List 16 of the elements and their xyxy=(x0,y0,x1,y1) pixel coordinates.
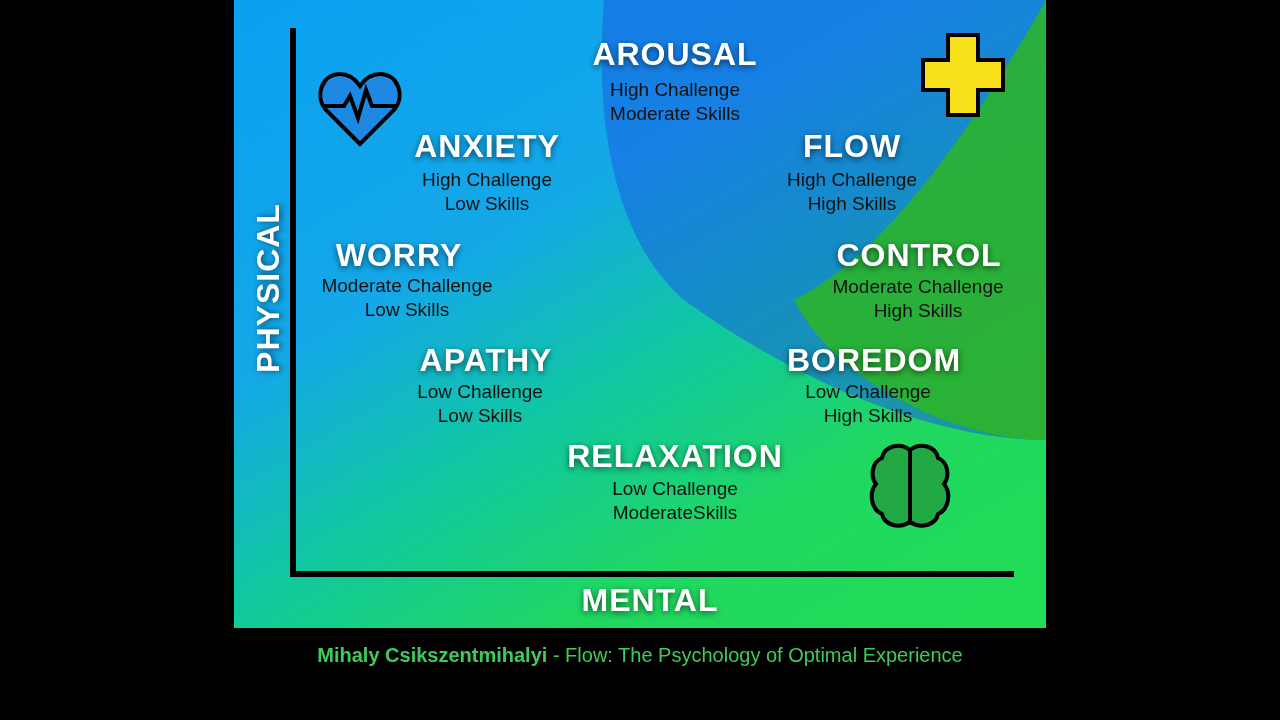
state-heading: APATHY xyxy=(419,342,553,379)
state-description: High Challenge Low Skills xyxy=(421,168,553,216)
state-heading: RELAXATION xyxy=(567,438,783,475)
state-heading: AROUSAL xyxy=(592,36,758,73)
caption: Mihaly Csikszentmihalyi - Flow: The Psychology of Optimal Experience xyxy=(316,644,964,667)
state-description: Low Challenge Low Skills xyxy=(416,380,544,428)
state-description: High Challenge High Skills xyxy=(786,168,918,216)
state-description: Moderate Challenge High Skills xyxy=(831,275,1005,323)
state-description: High Challenge Moderate Skills xyxy=(609,78,741,126)
state-heading: FLOW xyxy=(802,128,902,165)
state-heading: WORRY xyxy=(335,237,463,274)
state-heading: ANXIETY xyxy=(414,128,560,165)
state-description: Low Challenge ModerateSkills xyxy=(611,477,739,525)
axis-label: PHYSICAL xyxy=(249,203,287,373)
state-description: Moderate Challenge Low Skills xyxy=(320,274,494,322)
axis-label: MENTAL xyxy=(581,582,719,619)
